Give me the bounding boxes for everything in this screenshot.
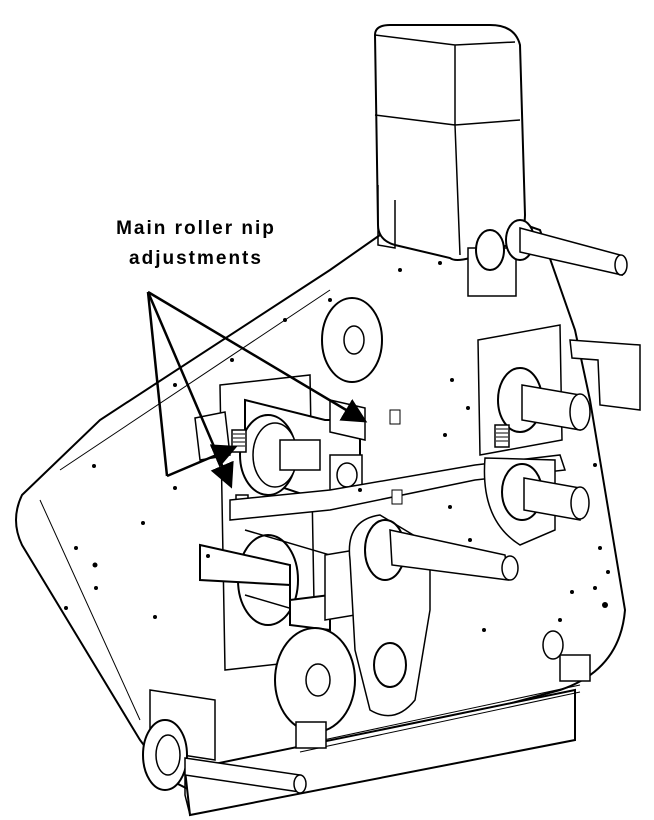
right-upper-roller [478,325,590,455]
top-cover-facets [375,35,520,255]
right-bracket [570,340,640,410]
mounting-holes [64,261,610,632]
base-block-edge [185,770,190,815]
center-pulley [374,643,406,687]
bottom-left-shaft [143,690,306,793]
pin-upper [390,410,400,424]
right-lower-roller [484,458,589,545]
callout-label: Main roller nip adjustments [96,214,296,274]
upper-disc [322,298,382,382]
bottom-disc [275,628,355,732]
base-tab-left [296,722,326,748]
callout-line-1: Main roller nip [116,218,276,239]
left-adjust-screw-upper [232,430,246,452]
center-shaft [365,520,518,580]
top-shaft [468,220,627,296]
right-adjust-screw [495,425,509,447]
left-roller-housing [240,400,365,500]
base-rail [300,685,580,752]
top-cover-bracket [378,185,395,248]
cross-plate [230,455,565,520]
top-cover [375,25,525,260]
callout-line-2: adjustments [129,248,263,269]
callout-arrows [148,292,368,489]
right-boss [543,631,563,659]
pin-middle [392,490,402,504]
lower-left-bracket [200,545,330,630]
base-tab-right [560,655,590,681]
